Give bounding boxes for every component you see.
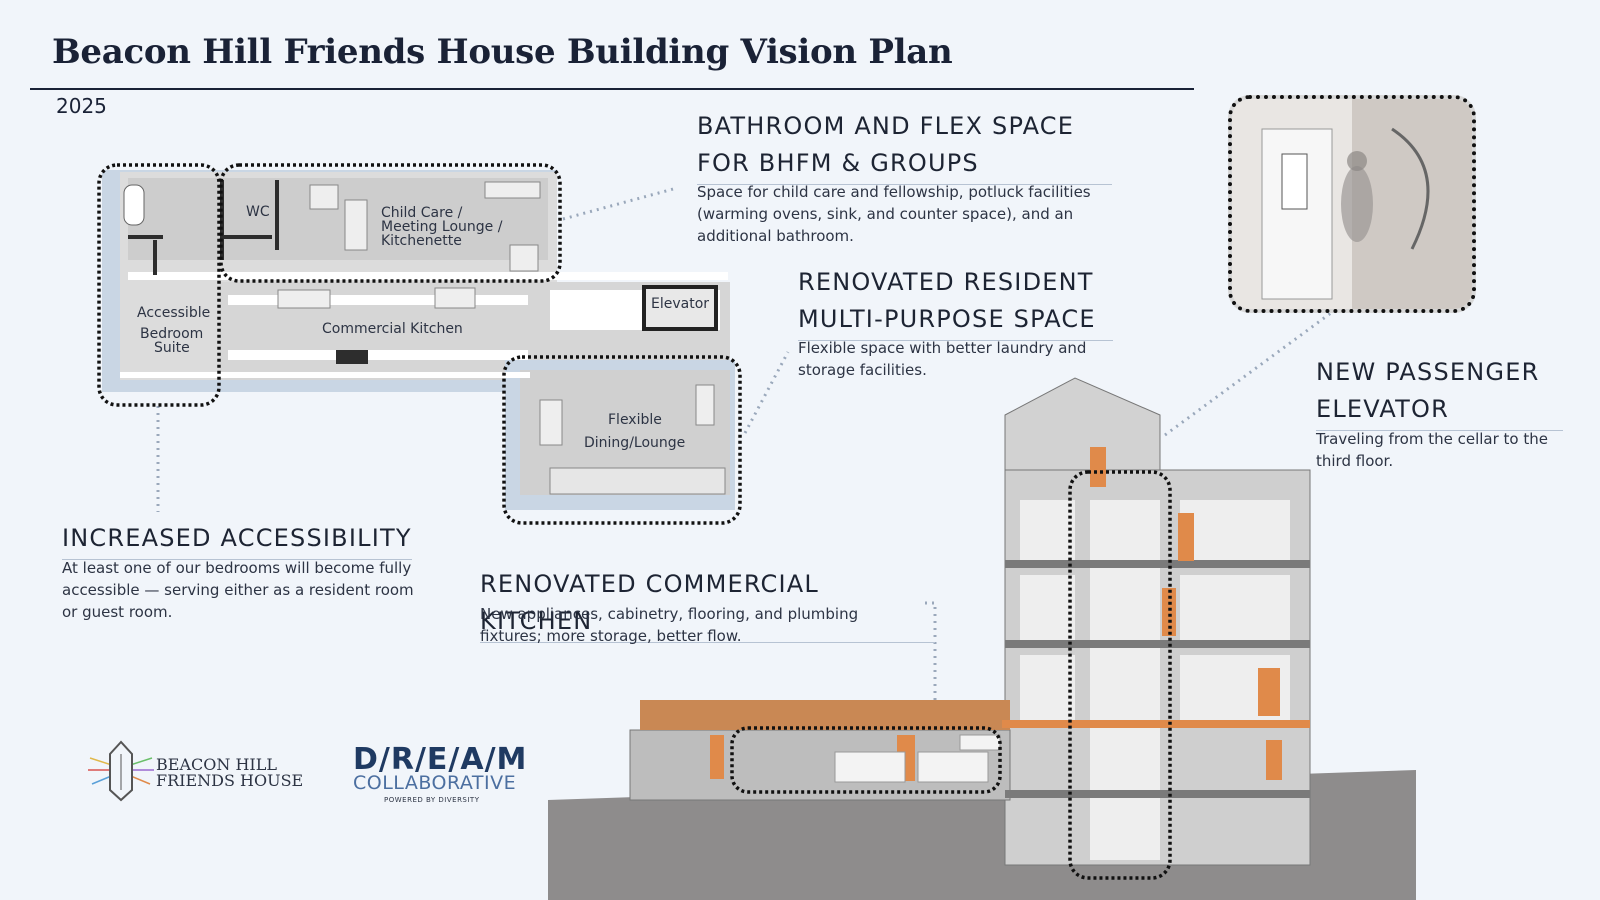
wc-label: WC [246,204,270,220]
beacon-logo-line2: FRIENDS HOUSE [156,771,304,790]
callout-bathroom-body: Space for child care and fellowship, pot… [697,183,1091,245]
callout-bathroom-line1: BATHROOM AND FLEX SPACE [697,112,1075,140]
elevator-plan-label: Elevator [651,296,709,312]
zone-commercial-kitchen [730,726,1002,794]
callout-kitchen-body: New appliances, cabinetry, flooring, and… [480,605,859,645]
floor-plan: WC Child Care / Meeting Lounge / Kitchen… [97,163,742,525]
zone-accessible-suite [97,163,221,407]
callout-accessibility-heading: INCREASED ACCESSIBILITY [62,520,412,560]
commercial-kitchen-label: Commercial Kitchen [322,321,463,337]
flexible-label-1: Flexible [608,412,662,428]
zone-flexible-dining [502,355,742,525]
callout-elevator-body: Traveling from the cellar to the third f… [1316,430,1548,470]
callout-bathroom-heading: BATHROOM AND FLEX SPACE FOR BHFM & GROUP… [697,108,1112,185]
callout-kitchen-heading: RENOVATED COMMERCIAL KITCHEN [480,566,935,643]
callout-accessibility-line1: INCREASED ACCESSIBILITY [62,524,412,552]
dream-logo-title: D/R/E/A/M [353,742,528,777]
title-rule [30,88,1194,90]
callout-accessibility-body: At least one of our bedrooms will become… [62,559,414,621]
accessible-label-3: Suite [154,340,190,356]
beacon-hill-logo-text: BEACON HILL FRIENDS HOUSE [156,757,303,789]
accessible-label-1: Accessible [137,305,210,321]
callout-bathroom-line2: FOR BHFM & GROUPS [697,149,979,177]
building-section [548,377,1416,900]
callout-elevator-line2: ELEVATOR [1316,395,1449,423]
callout-multipurpose-heading: RENOVATED RESIDENT MULTI-PURPOSE SPACE [798,264,1113,341]
zone-child-care [219,163,562,283]
connector-bathroom [562,186,678,221]
dream-logo-powered: POWERED BY DIVERSITY [384,796,480,804]
elevator-photo [1228,95,1476,313]
callout-multipurpose-line2: MULTI-PURPOSE SPACE [798,305,1096,333]
child-care-label-1: Child Care / [381,205,463,221]
callout-elevator-heading: NEW PASSENGER ELEVATOR [1316,354,1563,431]
page-title: Beacon Hill Friends House Building Visio… [52,32,953,72]
connector-elevator [1164,308,1336,437]
dream-logo-subtitle: COLLABORATIVE [353,772,517,794]
accessible-label-2: Bedroom [140,326,203,342]
connector-multipurpose [743,351,790,434]
zone-elevator-shaft [1068,470,1172,880]
lantern-icon [88,740,154,802]
page-year: 2025 [56,94,107,118]
beacon-logo-line1: BEACON HILL [156,755,277,774]
callout-multipurpose-body: Flexible space with better laundry and s… [798,339,1087,379]
callout-kitchen-line1: RENOVATED COMMERCIAL KITCHEN [480,570,819,635]
callout-elevator-line1: NEW PASSENGER [1316,358,1540,386]
flexible-label-2: Dining/Lounge [584,435,685,451]
child-care-label-2: Meeting Lounge / [381,219,503,235]
callout-multipurpose-line1: RENOVATED RESIDENT [798,268,1094,296]
child-care-label-3: Kitchenette [381,233,462,249]
